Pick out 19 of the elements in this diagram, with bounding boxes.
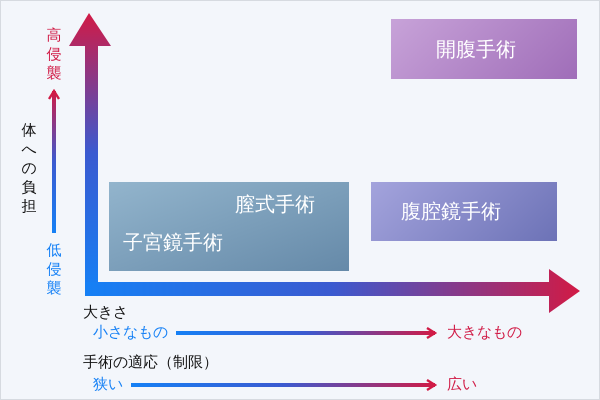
- scale-end-label: 小さなもの: [93, 323, 168, 341]
- procedure-box: [371, 182, 557, 241]
- axis-title: 大きさ: [83, 303, 128, 321]
- procedure-label: 膣式手術: [235, 192, 315, 216]
- scale-end-label: 広い: [447, 375, 477, 393]
- axis-title: 手術の適応（制限）: [83, 353, 218, 371]
- scale-end-label: 大きなもの: [447, 323, 522, 341]
- scale-end-label: 低侵襲: [46, 241, 62, 298]
- arrow: [131, 378, 436, 392]
- procedure-label: 開腹手術: [436, 37, 516, 61]
- scale-end-label: 狭い: [93, 375, 123, 393]
- scale-end-label: 高侵襲: [46, 26, 62, 83]
- arrow: [176, 326, 436, 340]
- arrow: [48, 90, 60, 233]
- procedure-label: 子宮鏡手術: [123, 230, 223, 254]
- axis-title: 体への負担: [21, 121, 37, 216]
- procedure-box: [391, 19, 577, 79]
- procedure-box: [109, 182, 349, 271]
- procedure-label: 腹腔鏡手術: [401, 199, 501, 223]
